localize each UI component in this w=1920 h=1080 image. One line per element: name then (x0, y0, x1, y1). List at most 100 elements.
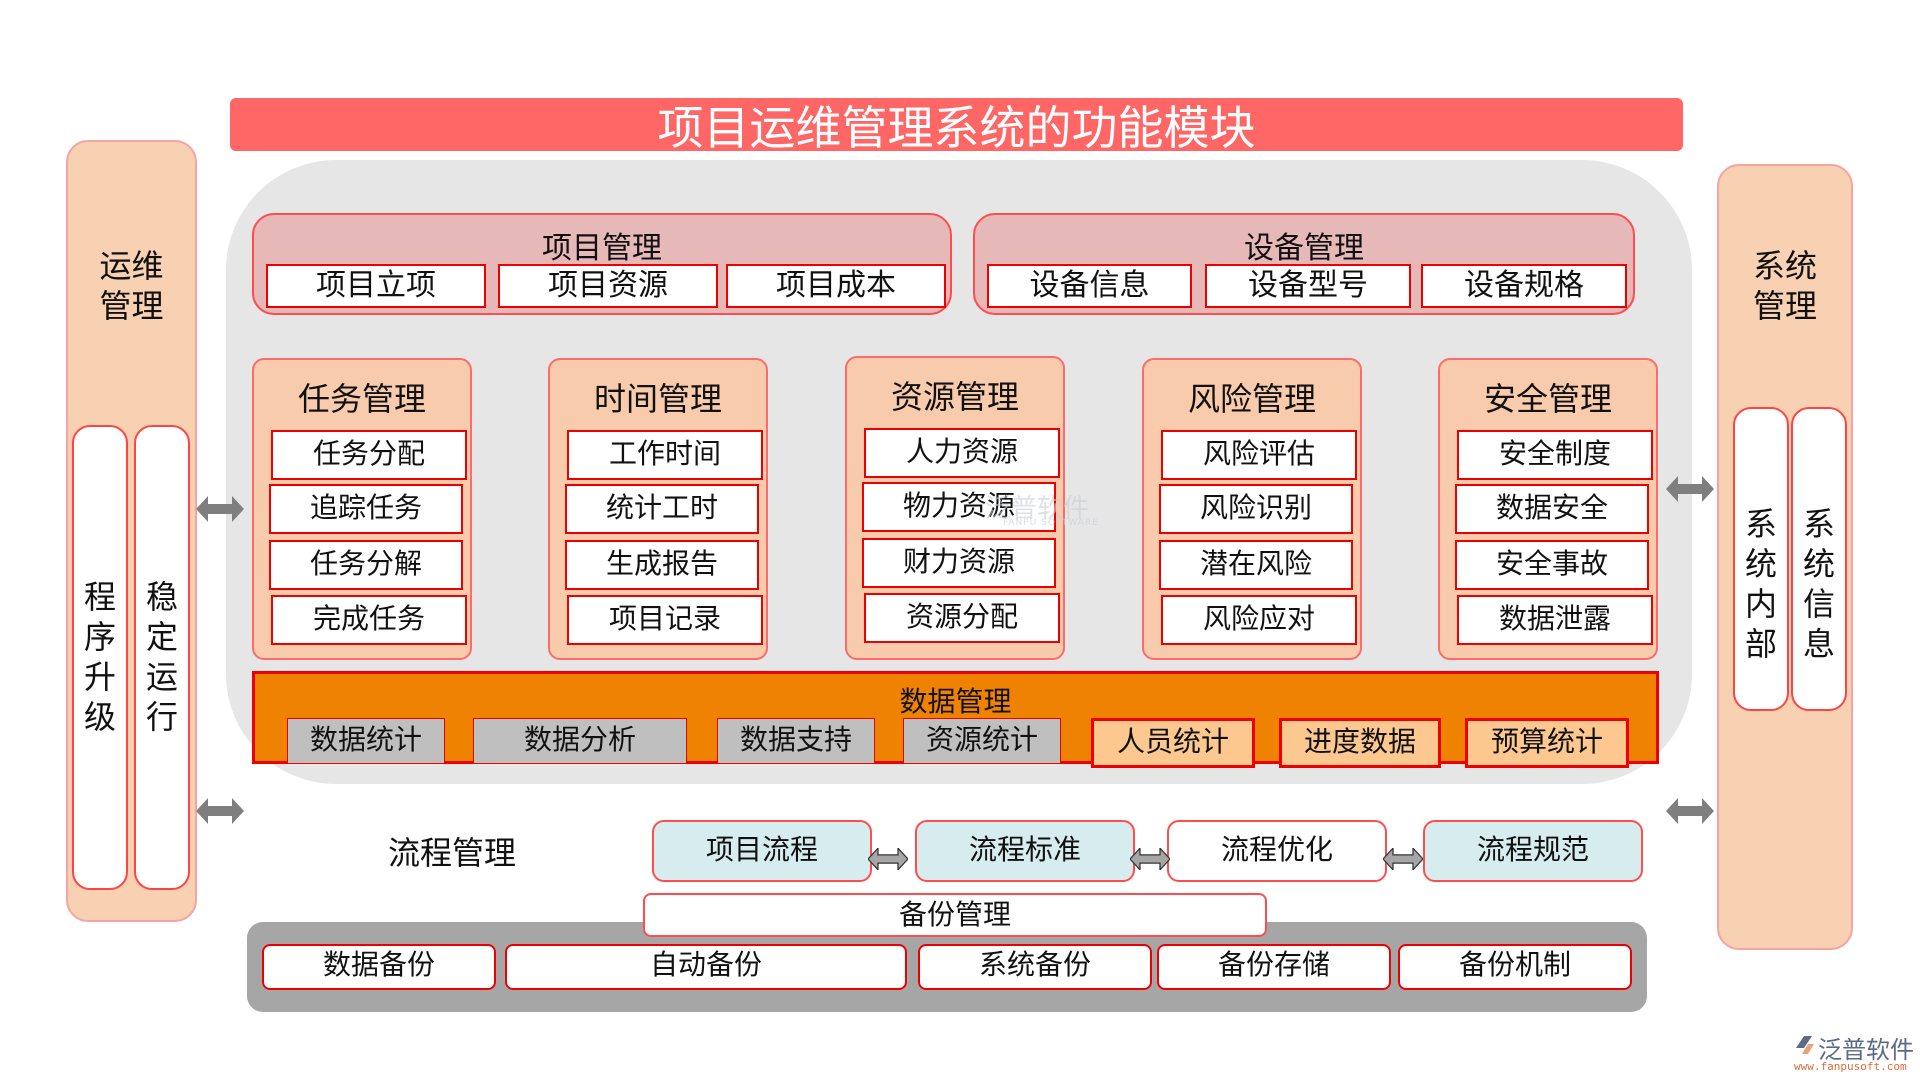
module-item: 风险评估 (1161, 430, 1357, 480)
logo-mark-icon (1796, 1036, 1814, 1054)
flow-management-label: 流程管理 (388, 834, 517, 872)
module-item: 潜在风险 (1159, 540, 1353, 590)
module-item: 数据安全 (1455, 484, 1649, 534)
double-arrow-icon (1666, 798, 1714, 824)
diagram-title: 项目运维管理系统的功能模块 (230, 98, 1683, 151)
module-item: 安全制度 (1457, 430, 1653, 480)
data-item: 数据支持 (717, 718, 875, 763)
data-item: 数据统计 (287, 718, 445, 763)
module-time-management: 时间管理 工作时间 统计工时 生成报告 项目记录 (548, 358, 768, 660)
group-item: 项目成本 (726, 264, 946, 308)
side-title-line1: 运维 (99, 247, 164, 285)
module-item: 人力资源 (864, 428, 1060, 478)
module-title: 时间管理 (593, 380, 722, 418)
data-item: 预算统计 (1465, 718, 1629, 768)
double-arrow-icon (1666, 476, 1714, 502)
flow-item-project-flow: 项目流程 (652, 820, 872, 882)
group-project-management: 项目管理 项目立项 项目资源 项目成本 (252, 213, 952, 315)
backup-management-title: 备份管理 (643, 893, 1267, 937)
pill-char: 程 (83, 578, 116, 616)
pill-char: 统 (1802, 545, 1835, 583)
pill-char: 内 (1744, 585, 1777, 623)
module-item: 物力资源 (862, 482, 1056, 532)
data-item: 进度数据 (1279, 718, 1441, 768)
module-title: 安全管理 (1483, 380, 1612, 418)
pill-char: 部 (1744, 625, 1777, 663)
module-item: 统计工时 (565, 484, 759, 534)
pill-char: 统 (1744, 545, 1777, 583)
group-equipment-management: 设备管理 设备信息 设备型号 设备规格 (973, 213, 1635, 315)
backup-item: 系统备份 (918, 944, 1152, 990)
pill-char: 级 (83, 698, 116, 736)
module-title: 风险管理 (1187, 380, 1316, 418)
pill-char: 运 (145, 658, 178, 696)
logo-name: 泛普软件 (1818, 1036, 1914, 1064)
pill-char: 序 (83, 618, 116, 656)
pill-program-upgrade: 程 序 升 级 (72, 425, 128, 890)
group-item: 项目资源 (498, 264, 718, 308)
module-item: 财力资源 (862, 538, 1056, 588)
module-item: 数据泄露 (1457, 595, 1653, 645)
group-title: 项目管理 (542, 231, 662, 266)
pill-char: 行 (145, 698, 178, 736)
double-arrow-icon (868, 848, 908, 870)
module-title: 任务管理 (297, 380, 426, 418)
pill-char: 升 (83, 658, 116, 696)
data-item: 人员统计 (1091, 718, 1255, 768)
module-item: 生成报告 (565, 540, 759, 590)
module-risk-management: 风险管理 风险评估 风险识别 潜在风险 风险应对 (1142, 358, 1362, 660)
watermark: 泛普软件 (985, 494, 1090, 524)
module-item: 任务分配 (271, 430, 467, 480)
flow-item-flow-spec: 流程规范 (1423, 820, 1643, 882)
side-panel-ops-management: 运维 管理 程 序 升 级 稳 定 运 行 (66, 140, 197, 922)
module-item: 工作时间 (567, 430, 763, 480)
pill-char: 息 (1802, 625, 1835, 663)
module-item: 安全事故 (1455, 540, 1649, 590)
module-task-management: 任务管理 任务分配 追踪任务 任务分解 完成任务 (252, 358, 472, 660)
double-arrow-icon (196, 798, 244, 824)
pill-char: 定 (145, 618, 178, 656)
group-item: 设备型号 (1205, 264, 1411, 308)
backup-item: 数据备份 (262, 944, 496, 990)
group-item: 设备规格 (1421, 264, 1627, 308)
double-arrow-icon (1130, 848, 1170, 870)
backup-item: 备份存储 (1157, 944, 1391, 990)
side-panel-system-management: 系统 管理 系 统 内 部 系 统 信 息 (1717, 164, 1853, 950)
backup-item: 备份机制 (1398, 944, 1632, 990)
module-item: 追踪任务 (269, 484, 463, 534)
module-item: 完成任务 (271, 595, 467, 645)
pill-char: 系 (1744, 505, 1777, 543)
group-item: 设备信息 (987, 264, 1192, 308)
pill-char: 系 (1802, 505, 1835, 543)
pill-char: 信 (1802, 585, 1835, 623)
pill-system-info: 系 统 信 息 (1791, 407, 1847, 711)
backup-item: 自动备份 (505, 944, 907, 990)
data-management-band: 数据管理 数据统计 数据分析 数据支持 资源统计 人员统计 进度数据 预算统计 (252, 671, 1659, 768)
group-title: 设备管理 (1244, 231, 1364, 266)
pill-stable-operation: 稳 定 运 行 (134, 425, 190, 890)
data-item: 数据分析 (473, 718, 687, 763)
data-management-title: 数据管理 (899, 685, 1012, 718)
side-title-line1: 系统 (1752, 247, 1817, 285)
data-item: 资源统计 (903, 718, 1061, 763)
module-item: 风险识别 (1159, 484, 1353, 534)
flow-item-flow-standard: 流程标准 (915, 820, 1135, 882)
module-item: 任务分解 (269, 540, 463, 590)
module-item: 项目记录 (567, 595, 763, 645)
side-title-line2: 管理 (99, 287, 164, 325)
flow-item-flow-optimize: 流程优化 (1167, 820, 1387, 882)
group-item: 项目立项 (266, 264, 486, 308)
module-title: 资源管理 (890, 378, 1019, 416)
module-item: 资源分配 (864, 593, 1060, 643)
brand-logo: 泛普软件 www.fanpusoft.com (1792, 1030, 1920, 1080)
module-item: 风险应对 (1161, 595, 1357, 645)
logo-url: www.fanpusoft.com (1794, 1060, 1907, 1073)
watermark-sub: FANPU SOFTWARE (1003, 518, 1099, 528)
double-arrow-icon (1383, 848, 1423, 870)
pill-system-internal: 系 统 内 部 (1733, 407, 1789, 711)
double-arrow-icon (196, 496, 244, 522)
side-title-line2: 管理 (1752, 287, 1817, 325)
module-security-management: 安全管理 安全制度 数据安全 安全事故 数据泄露 (1438, 358, 1658, 660)
pill-char: 稳 (145, 578, 178, 616)
module-resource-management: 资源管理 人力资源 物力资源 财力资源 资源分配 (845, 356, 1065, 660)
